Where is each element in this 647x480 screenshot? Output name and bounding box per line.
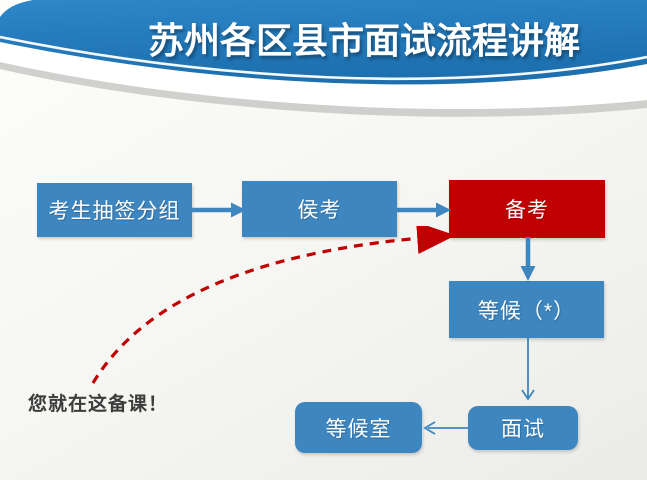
node-interview-label: 面试 bbox=[501, 418, 545, 441]
banner-highlight-arc bbox=[0, 35, 647, 81]
swoosh-band bbox=[0, 42, 647, 109]
node-waiting-label: 等候（*） bbox=[477, 299, 576, 323]
node-waiting[interactable]: 等候（*） bbox=[449, 281, 604, 338]
annotation-note: 您就在这备课！ bbox=[28, 394, 169, 415]
node-prepare-label: 备考 bbox=[505, 199, 549, 222]
arrow-right-icon-waitexam-to-prepare bbox=[397, 202, 451, 218]
node-waiting-room-label: 等候室 bbox=[325, 417, 392, 441]
node-wait-exam[interactable]: 侯考 bbox=[242, 181, 397, 237]
node-prepare[interactable]: 备考 bbox=[449, 180, 605, 238]
arrow-down-icon-prepare-to-waiting bbox=[520, 237, 536, 281]
arrow-down-icon-waiting-to-interview bbox=[521, 338, 535, 401]
node-interview[interactable]: 面试 bbox=[468, 406, 578, 450]
arrow-left-icon-interview-to-waitroom bbox=[423, 421, 469, 435]
swoosh-shadow bbox=[0, 62, 647, 117]
node-waiting-room[interactable]: 等候室 bbox=[295, 402, 422, 453]
node-draw-lots-label: 考生抽签分组 bbox=[48, 200, 181, 223]
arrow-right-icon-draw-to-waitexam bbox=[192, 202, 246, 218]
dashed-annotation-arrow bbox=[91, 226, 456, 384]
node-wait-exam-label: 侯考 bbox=[297, 199, 342, 222]
node-draw-lots[interactable]: 考生抽签分组 bbox=[37, 183, 192, 237]
slide-title: 苏州各区县市面试流程讲解 bbox=[148, 20, 581, 61]
header-banner bbox=[0, 0, 647, 117]
corner-wedge bbox=[0, 0, 33, 17]
